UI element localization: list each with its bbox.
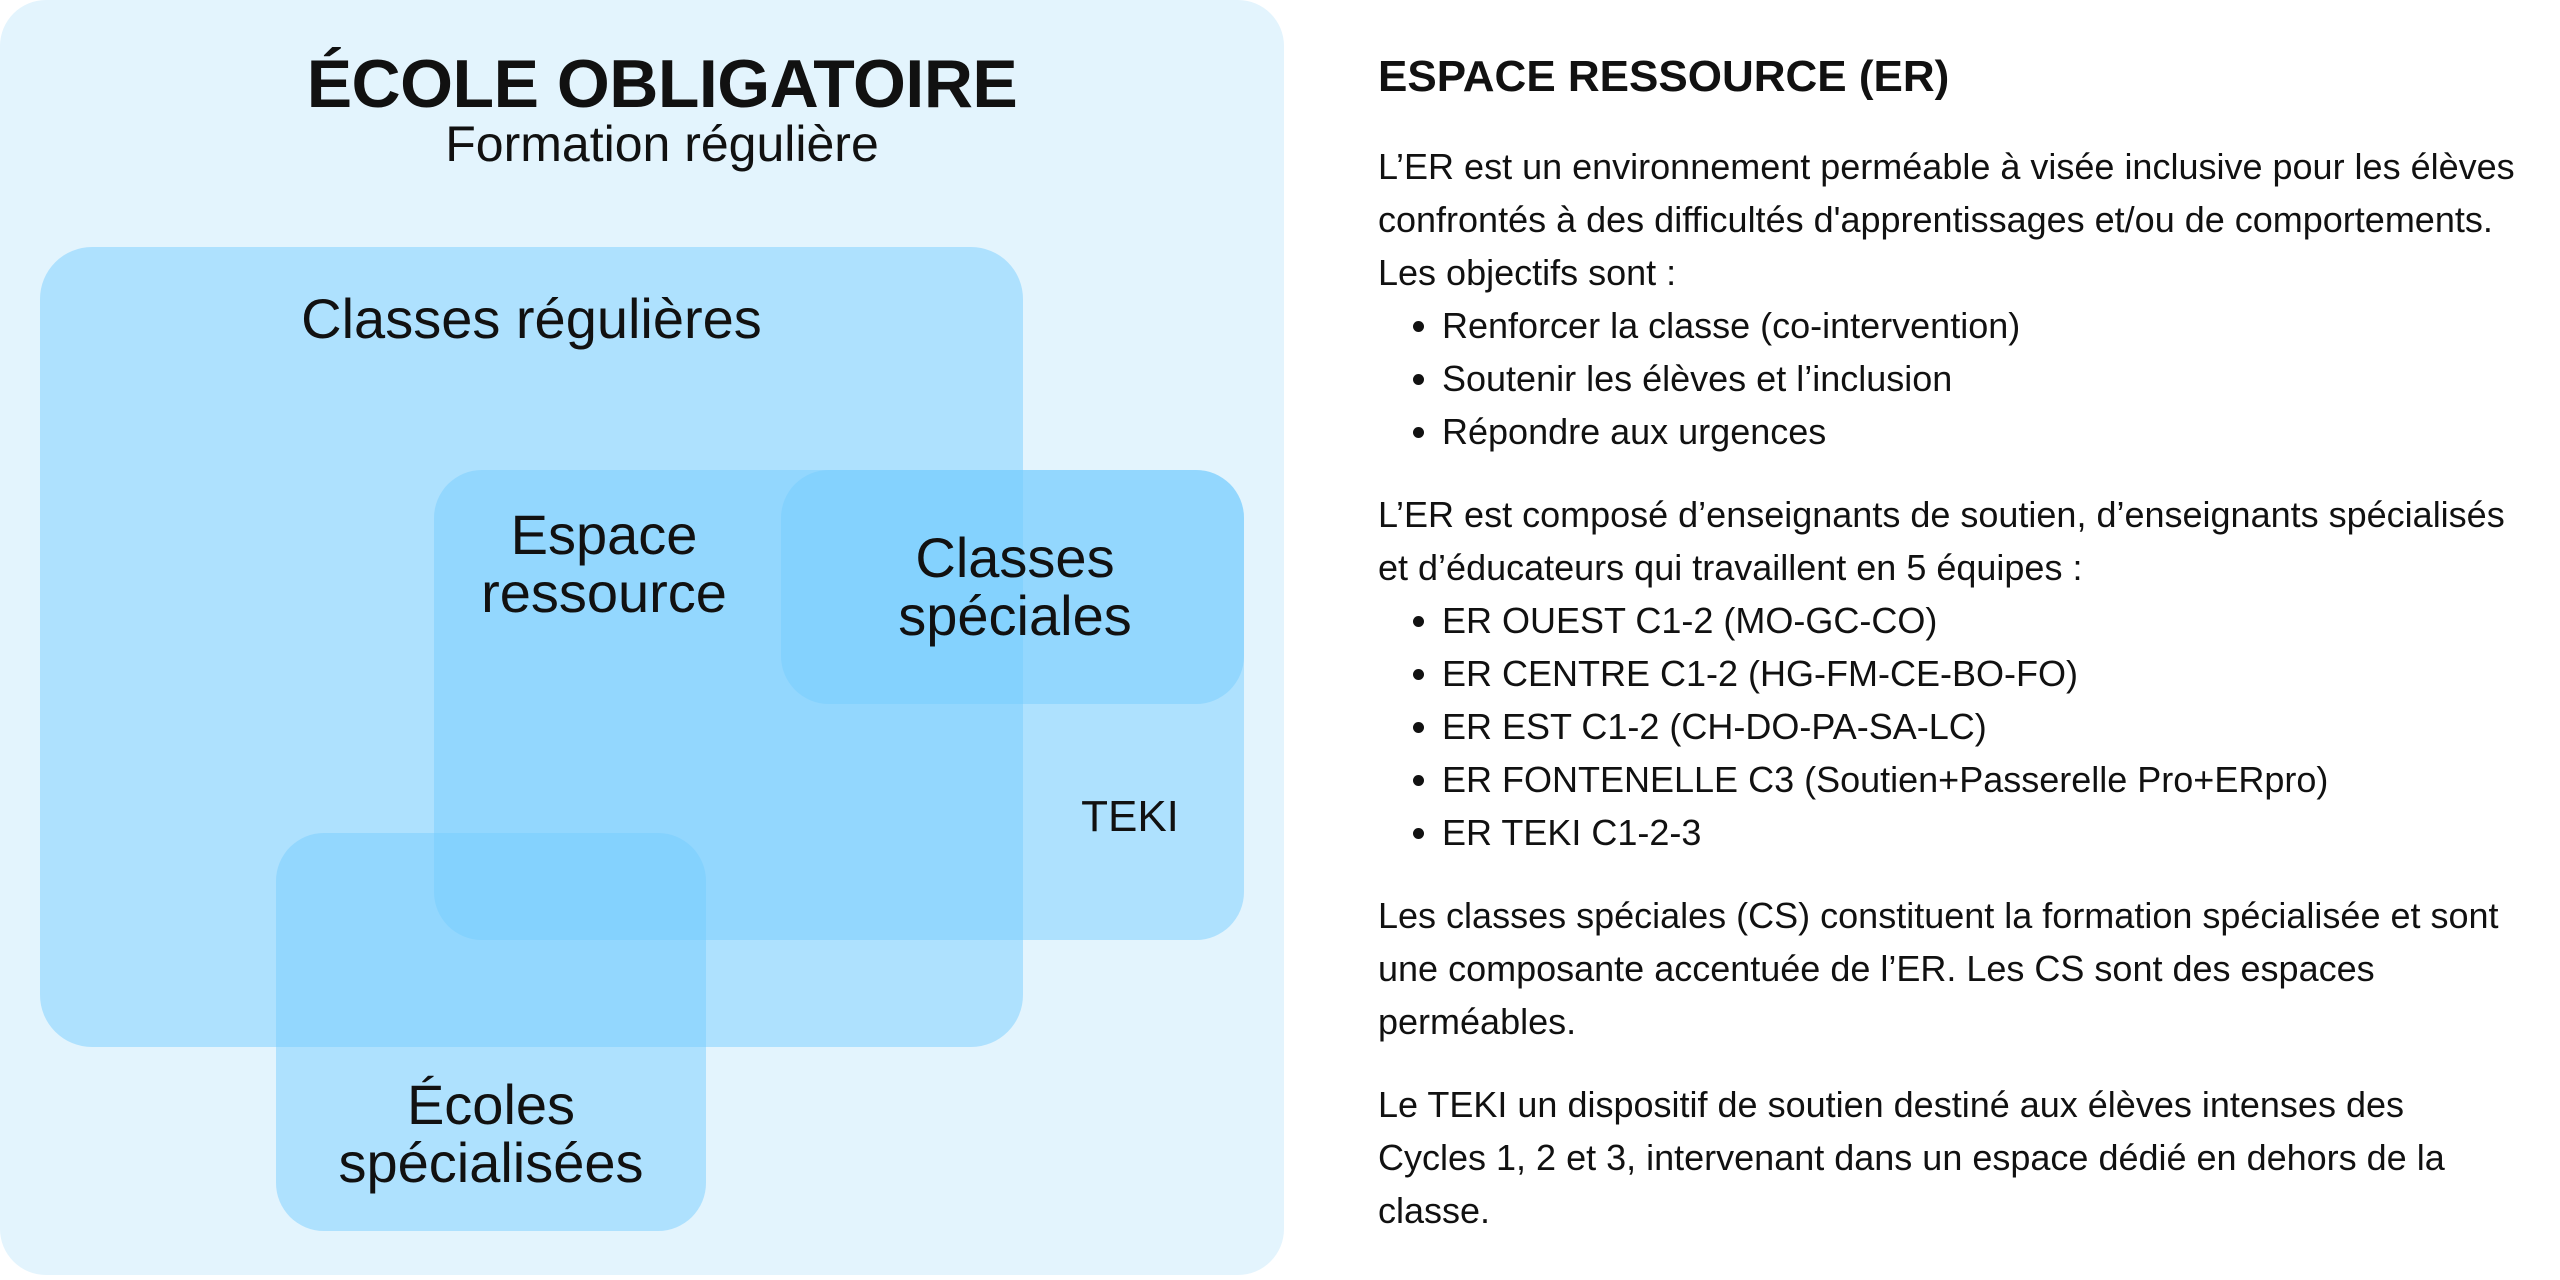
region-espace-ressource [434,470,1244,940]
region-label-line: ressource [481,561,727,624]
description-panel: ESPACE RESSOURCE (ER) L’ER est un enviro… [1378,48,2518,1267]
list-item: ER TEKI C1-2-3 [1442,806,2518,859]
panel-title: ESPACE RESSOURCE (ER) [1378,52,1950,101]
paragraph-classes-speciales: Les classes spéciales (CS) constituent l… [1378,895,2499,1042]
region-classes-speciales [781,470,1244,704]
objectives-list: Renforcer la classe (co-intervention) So… [1378,299,2518,458]
list-item: Répondre aux urgences [1442,405,2518,458]
region-label-line: Écoles [406,1073,576,1136]
diagram-subtitle: Formation régulière [445,116,879,172]
list-item: Soutenir les élèves et l’inclusion [1442,352,2518,405]
region-label-line: Espace [510,503,698,566]
paragraph-teki: Le TEKI un dispositif de soutien destiné… [1378,1084,2445,1231]
list-item: ER CENTRE C1-2 (HG-FM-CE-BO-FO) [1442,647,2518,700]
list-item: Renforcer la classe (co-intervention) [1442,299,2518,352]
region-label-line: Classes [915,526,1115,589]
label-teki: TEKI [1081,792,1179,841]
region-label-line: spécialisées [338,1131,644,1194]
diagram-title: ÉCOLE OBLIGATOIRE [306,46,1018,122]
paragraph-teams-intro: L’ER est composé d’enseignants de soutie… [1378,494,2505,588]
teams-list: ER OUEST C1-2 (MO-GC-CO) ER CENTRE C1-2 … [1378,594,2518,859]
venn-diagram-panel: ÉCOLE OBLIGATOIRE Formation régulière Cl… [0,0,1284,1275]
paragraph-teams: L’ER est composé d’enseignants de soutie… [1378,488,2518,859]
list-item: ER FONTENELLE C3 (Soutien+Passerelle Pro… [1442,753,2518,806]
paragraph-objectives: L’ER est un environnement perméable à vi… [1378,140,2518,458]
region-classes-regulieres [40,247,1023,1047]
list-item: ER EST C1-2 (CH-DO-PA-SA-LC) [1442,700,2518,753]
region-label-line: spéciales [898,584,1132,647]
label-classes-regulieres: Classes régulières [301,287,762,350]
region-ecoles-specialisees [276,833,706,1231]
paragraph-objectives-intro: L’ER est un environnement perméable à vi… [1378,146,2515,293]
list-item: ER OUEST C1-2 (MO-GC-CO) [1442,594,2518,647]
